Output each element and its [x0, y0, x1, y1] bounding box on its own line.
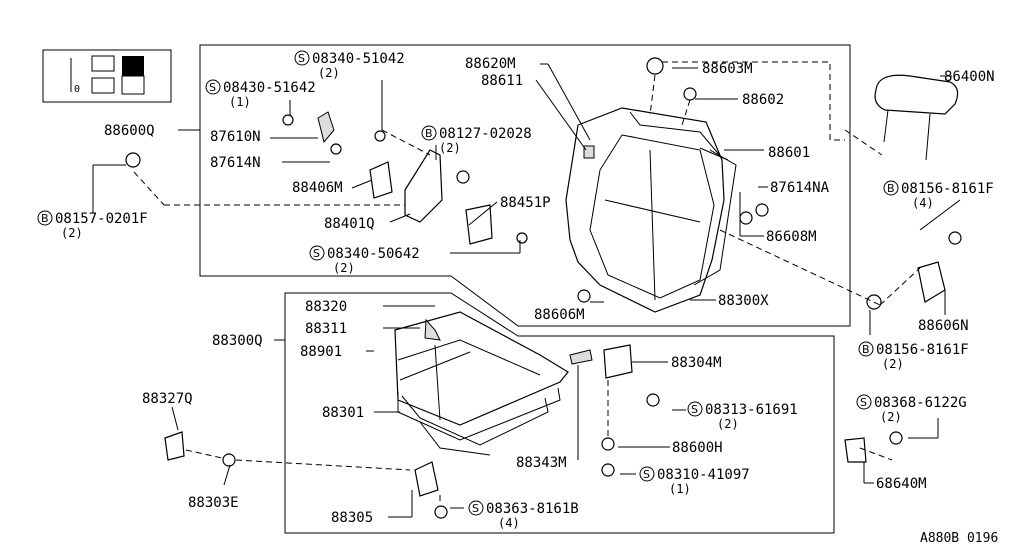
label-88305: 88305: [331, 510, 373, 526]
label-86400N: 86400N: [944, 69, 995, 85]
svg-text:0: 0: [74, 84, 80, 95]
seat-cushion-assembly: [394, 311, 569, 456]
svg-text:B: B: [425, 127, 433, 140]
label-88311: 88311: [305, 321, 347, 337]
fastener-08157-0201F: B 08157-0201F (2): [37, 210, 148, 240]
label-88602: 88602: [742, 92, 784, 108]
label-88620M: 88620M: [465, 56, 516, 72]
svg-text:(2): (2): [439, 141, 461, 155]
label-88606M: 88606M: [534, 307, 585, 323]
svg-text:08340-50642: 08340-50642: [327, 246, 420, 262]
svg-text:(2): (2): [717, 417, 739, 431]
seatback-assembly: [565, 107, 737, 313]
label-88320: 88320: [305, 299, 347, 315]
label-86608M: 86608M: [766, 229, 817, 245]
svg-text:S: S: [643, 468, 650, 481]
fastener-08156-8161F-lower: B 08156-8161F (2): [858, 341, 969, 371]
svg-text:08313-61691: 08313-61691: [705, 402, 798, 418]
svg-text:08156-8161F: 08156-8161F: [901, 181, 994, 197]
svg-text:(2): (2): [61, 226, 83, 240]
svg-text:08430-51642: 08430-51642: [223, 80, 316, 96]
svg-text:B: B: [862, 343, 870, 356]
svg-text:B: B: [887, 182, 895, 195]
fastener-08368-6122G: S 08368-6122G (2): [856, 394, 967, 424]
fastener-08340-51042: S 08340-51042 (2): [294, 50, 405, 80]
label-88600Q: 88600Q: [104, 123, 155, 139]
svg-text:(1): (1): [669, 482, 691, 496]
svg-text:S: S: [691, 403, 698, 416]
label-88343M: 88343M: [516, 455, 567, 471]
hinge-brackets: [125, 111, 528, 245]
fastener-08363-8161B: S 08363-8161B (4): [468, 500, 579, 530]
svg-text:08127-02028: 08127-02028: [439, 126, 532, 142]
svg-text:08310-41097: 08310-41097: [657, 467, 750, 483]
seat-position-legend: 0: [42, 49, 172, 103]
svg-text:S: S: [472, 502, 479, 515]
fastener-08156-8161F-upper: B 08156-8161F (4): [883, 180, 994, 210]
svg-text:08340-51042: 08340-51042: [312, 51, 405, 67]
svg-text:S: S: [209, 81, 216, 94]
headrest-part: [874, 74, 959, 161]
label-87614NA: 87614NA: [770, 180, 830, 196]
dashed-guides: [133, 61, 921, 505]
svg-text:(2): (2): [318, 66, 340, 80]
svg-text:08156-8161F: 08156-8161F: [876, 342, 969, 358]
label-88303E: 88303E: [188, 495, 239, 511]
label-87614N: 87614N: [210, 155, 261, 171]
fastener-08313-61691: S 08313-61691 (2): [687, 401, 798, 431]
fastener-08127-02028: B 08127-02028 (2): [421, 125, 532, 155]
label-87610N: 87610N: [210, 129, 261, 145]
label-88406M: 88406M: [292, 180, 343, 196]
figure-code: A880B 0196: [920, 531, 998, 546]
label-88601: 88601: [768, 145, 810, 161]
svg-text:(2): (2): [333, 261, 355, 275]
label-88304M: 88304M: [671, 355, 722, 371]
svg-text:S: S: [313, 247, 320, 260]
label-88327Q: 88327Q: [142, 391, 193, 407]
cushion-group-frame: [284, 292, 835, 534]
right-side-parts: [164, 57, 962, 519]
seatback-group-frame: [199, 44, 851, 327]
svg-text:S: S: [298, 52, 305, 65]
fastener-08340-50642: S 08340-50642 (2): [309, 245, 420, 275]
svg-text:08368-6122G: 08368-6122G: [874, 395, 967, 411]
label-88301: 88301: [322, 405, 364, 421]
svg-text:S: S: [860, 396, 867, 409]
label-88901: 88901: [300, 344, 342, 360]
label-88300X: 88300X: [718, 293, 769, 309]
label-88401Q: 88401Q: [324, 216, 375, 232]
fastener-08310-41097: S 08310-41097 (1): [639, 466, 750, 496]
svg-text:(4): (4): [912, 196, 934, 210]
svg-text:08363-8161B: 08363-8161B: [486, 501, 579, 517]
label-68640M: 68640M: [876, 476, 927, 492]
fastener-08430-51642: S 08430-51642 (1): [205, 79, 316, 109]
label-88606N: 88606N: [918, 318, 969, 334]
label-88611: 88611: [481, 73, 523, 89]
svg-text:(2): (2): [880, 410, 902, 424]
label-88451P: 88451P: [500, 195, 551, 211]
label-88300Q: 88300Q: [212, 333, 263, 349]
leader-lines: [92, 63, 961, 518]
svg-text:B: B: [41, 212, 49, 225]
svg-text:(2): (2): [882, 357, 904, 371]
label-88603M: 88603M: [702, 61, 753, 77]
label-88600H: 88600H: [672, 440, 723, 456]
svg-text:(4): (4): [498, 516, 520, 530]
svg-text:(1): (1): [229, 95, 251, 109]
svg-text:08157-0201F: 08157-0201F: [55, 211, 148, 227]
